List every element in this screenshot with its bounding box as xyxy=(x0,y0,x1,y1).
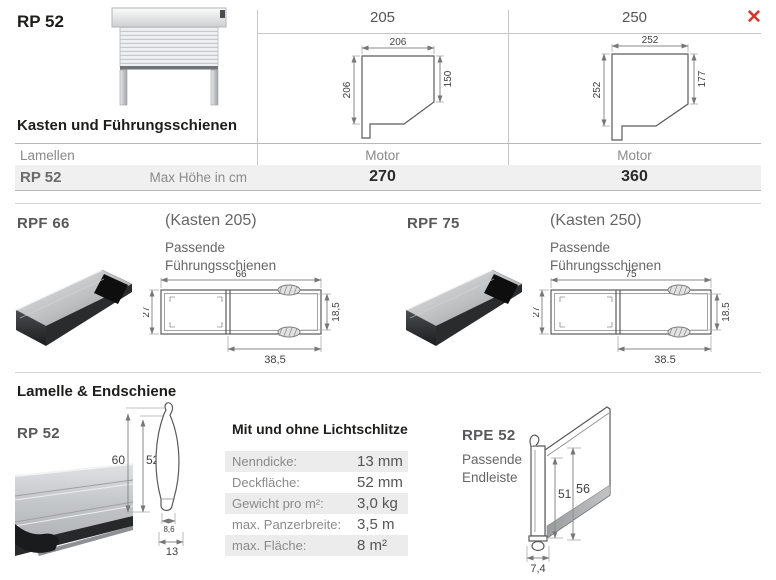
spec-value: 3,0 kg xyxy=(357,495,398,512)
table-header-motor-1: Motor xyxy=(365,148,400,163)
rail-subtitle-line2: Führungsschienen xyxy=(550,258,662,273)
dim-bottom: 38,5 xyxy=(264,354,285,366)
dim-width: 13 xyxy=(166,546,178,558)
table-top-border xyxy=(15,143,761,144)
dim-right: 150 xyxy=(443,70,454,87)
dim-foot: 8,6 xyxy=(163,525,175,534)
shutter-box-knob xyxy=(220,10,225,18)
kasten-250-drawing: 252 252 177 xyxy=(592,35,708,141)
guide-rail-left xyxy=(119,69,128,106)
rail-title-rpf66: RPF 66 xyxy=(17,215,70,232)
spec-row: max. Fläche: 8 m² xyxy=(225,535,408,556)
table-value-250: 360 xyxy=(621,168,648,185)
section-heading-kasten: Kasten und Führungsschienen xyxy=(17,117,238,134)
roller-shutter-photo xyxy=(111,7,227,106)
table-row-product: RP 52 xyxy=(20,169,62,186)
close-icon[interactable]: ✕ xyxy=(746,7,762,28)
dim-right: 177 xyxy=(697,70,708,87)
spec-label: Deckfläche: xyxy=(232,475,300,490)
spec-row: Deckfläche: 52 mm xyxy=(225,472,408,493)
section-heading-lamelle: Lamelle & Endschiene xyxy=(17,383,177,400)
guide-rail-right xyxy=(210,69,219,106)
rail-subtitle-rpf66: Passende Führungsschienen xyxy=(165,239,276,275)
dim-outer: 56 xyxy=(576,482,590,496)
shutter-curtain xyxy=(119,26,219,68)
rail-subtitle-rpf75: Passende Führungsschienen xyxy=(550,239,661,275)
dim-left: 27 xyxy=(533,306,542,318)
brush-seal-bottom xyxy=(667,326,691,338)
endleiste-drawing: 51 56 7,4 xyxy=(526,406,611,575)
rubber-seal xyxy=(15,524,59,553)
rail-subtitle-line1: Passende xyxy=(550,240,611,255)
rail-subtitle-line2: Führungsschienen xyxy=(165,258,277,273)
spec-heading: Mit und ohne Lichtschlitze xyxy=(232,421,408,437)
spec-label: Nenndicke: xyxy=(232,454,298,469)
rail-drawing-rpf66: 66 27 18,5 38,5 xyxy=(143,270,342,366)
rail-kasten-rpf66: (Kasten 205) xyxy=(165,212,257,229)
brush-seal-top xyxy=(667,284,691,296)
dim-left: 252 xyxy=(592,81,603,98)
brush-seal-bottom xyxy=(277,326,301,338)
table-value-205: 270 xyxy=(369,168,396,185)
rail-photo-rpf75 xyxy=(405,269,523,346)
spec-row: max. Panzerbreite: 3,5 m xyxy=(225,514,408,535)
rail-drawing-rpf75: 75 27 18.5 38.5 xyxy=(533,270,732,366)
endleiste-subtitle: Passende Endleiste xyxy=(462,451,522,487)
spec-row: Nenndicke: 13 mm xyxy=(225,451,408,472)
spec-label: max. Fläche: xyxy=(232,538,307,553)
dim-outer: 60 xyxy=(112,453,126,467)
column-header-250: 250 xyxy=(621,9,648,26)
spec-value: 52 mm xyxy=(357,474,403,491)
spec-value: 8 m² xyxy=(357,537,387,554)
dim-top: 206 xyxy=(390,37,407,48)
lamelle-title: RP 52 xyxy=(17,425,60,442)
lamelle-photo xyxy=(15,463,133,556)
table-header-motor-2: Motor xyxy=(617,148,652,163)
product-title: RP 52 xyxy=(17,12,64,31)
table-label-lamellen: Lamellen xyxy=(20,148,75,163)
rail-title-rpf75: RPF 75 xyxy=(407,215,460,232)
dim-top: 75 xyxy=(625,270,637,280)
dim-bottom: 38.5 xyxy=(654,354,675,366)
dim-top: 66 xyxy=(235,270,247,280)
table-row: RP 52 Max Höhe in cm 270 360 xyxy=(15,165,761,191)
dim-left: 206 xyxy=(342,81,353,98)
dim-right: 18.5 xyxy=(721,302,732,322)
lamelle-drawing: 60 52 8,6 13 xyxy=(112,402,184,558)
header-underline xyxy=(257,33,761,34)
column-divider-2 xyxy=(508,10,509,191)
rail-kasten-rpf75: (Kasten 250) xyxy=(550,212,642,229)
brush-seal-top xyxy=(277,284,301,296)
section-separator-1 xyxy=(15,203,761,204)
shutter-box xyxy=(111,7,227,28)
endleiste-title: RPE 52 xyxy=(462,427,516,444)
dim-right: 18,5 xyxy=(331,302,342,322)
spec-label: max. Panzerbreite: xyxy=(232,517,342,532)
endleiste-subtitle-line2: Endleiste xyxy=(462,470,518,485)
spec-value: 3,5 m xyxy=(357,516,395,533)
spec-table: Nenndicke: 13 mm Deckfläche: 52 mm Gewic… xyxy=(225,451,408,556)
column-divider-1 xyxy=(257,10,258,191)
kasten-205-drawing: 206 206 150 xyxy=(342,37,454,139)
spec-label: Gewicht pro m²: xyxy=(232,496,324,511)
dim-bottom: 7,4 xyxy=(530,563,545,575)
dim-inner: 51 xyxy=(558,487,572,501)
dim-left: 27 xyxy=(143,306,152,318)
table-row-label: Max Höhe in cm xyxy=(149,170,247,185)
dim-top: 252 xyxy=(642,35,659,46)
rail-subtitle-line1: Passende xyxy=(165,240,226,255)
section-separator-2 xyxy=(15,372,761,373)
spec-value: 13 mm xyxy=(357,453,403,470)
spec-row: Gewicht pro m²: 3,0 kg xyxy=(225,493,408,514)
rail-photo-rpf66 xyxy=(15,269,133,346)
column-header-205: 205 xyxy=(369,9,396,26)
endleiste-subtitle-line1: Passende xyxy=(462,452,523,467)
